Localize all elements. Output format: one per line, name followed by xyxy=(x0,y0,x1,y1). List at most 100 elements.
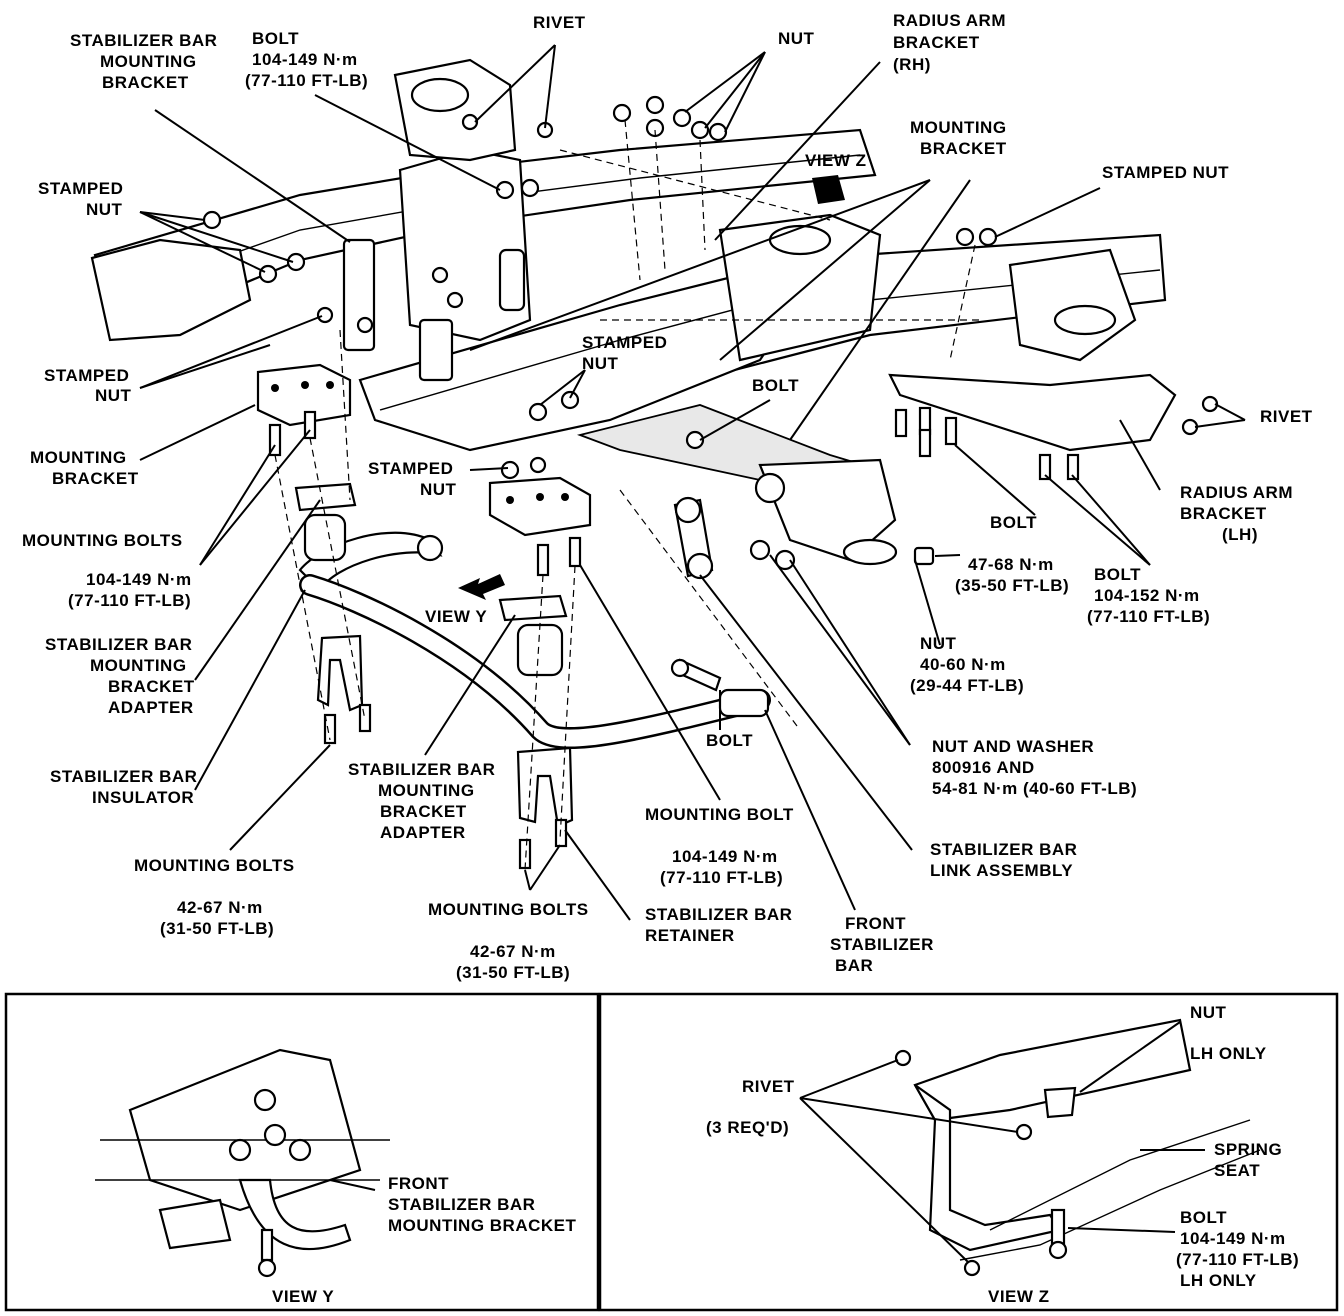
label-retainer-1: STABILIZER BAR xyxy=(645,905,792,924)
label-radius-arm-rh-2: BRACKET xyxy=(893,33,980,52)
label-stamped-nut-right: STAMPED NUT xyxy=(1102,163,1229,182)
label-stamped-nut-center-1: STAMPED xyxy=(582,333,667,352)
label-bolt-lh-2: 104-152 N·m xyxy=(1094,586,1200,605)
alignment-lines xyxy=(274,119,980,871)
label-nut-right-1: NUT xyxy=(920,634,957,653)
label-adapter-left-2: MOUNTING xyxy=(90,656,187,675)
label-inset-z-spring-2: SEAT xyxy=(1214,1161,1260,1180)
label-mounting-bracket-left-2: BRACKET xyxy=(52,469,139,488)
label-adapter-center-1: STABILIZER BAR xyxy=(348,760,495,779)
label-torque-lower-left-2: (31-50 FT-LB) xyxy=(160,919,274,938)
label-mounting-bolt-torque-2: (77-110 FT-LB) xyxy=(660,868,783,887)
label-inset-z-rivet: RIVET xyxy=(742,1077,795,1096)
label-inset-y-2: STABILIZER BAR xyxy=(388,1195,535,1214)
label-mounting-bolt-torque-1: 104-149 N·m xyxy=(672,847,778,866)
stabilizer-bar-link xyxy=(673,472,935,580)
label-torque-lower-center-2: (31-50 FT-LB) xyxy=(456,963,570,982)
label-inset-z-bolt-4: LH ONLY xyxy=(1180,1271,1257,1290)
label-adapter-center-2: MOUNTING xyxy=(378,781,475,800)
leader-lines xyxy=(139,44,1246,921)
label-stamped-nut-center-2: NUT xyxy=(582,354,619,373)
label-adapter-left-3: BRACKET xyxy=(108,677,195,696)
label-torque-lower-left-1: 42-67 N·m xyxy=(177,898,263,917)
label-link-assembly-1: STABILIZER BAR xyxy=(930,840,1077,859)
view-y-arrow xyxy=(458,574,505,600)
label-insulator-2: INSULATOR xyxy=(92,788,194,807)
label-inset-z-nut: NUT xyxy=(1190,1003,1227,1022)
label-bolt-top-1: BOLT xyxy=(252,29,299,48)
label-bolt-lh-3: (77-110 FT-LB) xyxy=(1087,607,1210,626)
label-stamped-nut-lower-2: NUT xyxy=(420,480,457,499)
mounting-bracket-center xyxy=(488,476,592,537)
label-radius-arm-lh-2: BRACKET xyxy=(1180,504,1267,523)
label-mounting-bracket-top-1: MOUNTING xyxy=(910,118,1007,137)
label-bolt-top-3: (77-110 FT-LB) xyxy=(245,71,368,90)
stabilizer-bar-insulator-left xyxy=(294,482,364,712)
bar-end-bolt xyxy=(670,658,722,692)
label-radius-arm-rh-1: RADIUS ARM xyxy=(893,11,1006,30)
label-inset-z-bolt-3: (77-110 FT-LB) xyxy=(1176,1250,1299,1269)
label-nut-right-2: 40-60 N·m xyxy=(920,655,1006,674)
front-stabilizer-bar xyxy=(298,531,771,749)
label-stamped-nut-lower-1: STAMPED xyxy=(368,459,453,478)
label-inset-z-lh-only: LH ONLY xyxy=(1190,1044,1267,1063)
label-front-bar-3: BAR xyxy=(835,956,873,975)
label-nut-washer-1: NUT AND WASHER xyxy=(932,737,1094,756)
label-adapter-left-1: STABILIZER BAR xyxy=(45,635,192,654)
inset-view-y-drawing xyxy=(95,1048,390,1278)
label-inset-z-req: (3 REQ'D) xyxy=(706,1118,789,1137)
label-inset-y-3: MOUNTING BRACKET xyxy=(388,1216,576,1235)
label-inset-z-title: VIEW Z xyxy=(988,1287,1050,1306)
label-adapter-center-4: ADAPTER xyxy=(380,823,466,842)
inset-view-z-frame xyxy=(598,992,1339,1312)
label-inset-z-spring-1: SPRING xyxy=(1214,1140,1282,1159)
label-stab-mount-bracket-3: BRACKET xyxy=(102,73,189,92)
label-torque-left-2: (77-110 FT-LB) xyxy=(68,591,191,610)
labels: RIVET NUT RADIUS ARM BRACKET (RH) STABIL… xyxy=(22,11,1313,1306)
label-nut-right-3: (29-44 FT-LB) xyxy=(910,676,1024,695)
label-torque-nut-1: 47-68 N·m xyxy=(968,555,1054,574)
label-inset-y-1: FRONT xyxy=(388,1174,449,1193)
label-mounting-bolt-center: MOUNTING BOLT xyxy=(645,805,794,824)
label-front-bar-2: STABILIZER xyxy=(830,935,934,954)
label-stamped-nut-left-1: STAMPED xyxy=(38,179,123,198)
inset-view-z-drawing xyxy=(799,1018,1261,1277)
label-torque-nut-2: (35-50 FT-LB) xyxy=(955,576,1069,595)
label-stab-mount-bracket-1: STABILIZER BAR xyxy=(70,31,217,50)
label-nut-top: NUT xyxy=(778,29,815,48)
label-front-bar-1: FRONT xyxy=(845,914,906,933)
label-view-z-ref: VIEW Z xyxy=(805,151,867,170)
label-mounting-bracket-top-2: BRACKET xyxy=(920,139,1007,158)
inset-view-y-frame xyxy=(4,992,600,1312)
label-inset-y-title: VIEW Y xyxy=(272,1287,334,1306)
label-bolt-center: BOLT xyxy=(752,376,799,395)
label-link-assembly-2: LINK ASSEMBLY xyxy=(930,861,1073,880)
label-torque-lower-center-1: 42-67 N·m xyxy=(470,942,556,961)
vehicle-frame xyxy=(90,58,1177,566)
mounting-bracket-left xyxy=(256,363,352,427)
label-bolt-right: BOLT xyxy=(990,513,1037,532)
label-rivet-top: RIVET xyxy=(533,13,586,32)
label-nut-washer-2: 800916 AND xyxy=(932,758,1035,777)
label-torque-left-1: 104-149 N·m xyxy=(86,570,192,589)
label-stamped-nut-left2-2: NUT xyxy=(95,386,132,405)
label-mounting-bolts-left: MOUNTING BOLTS xyxy=(22,531,183,550)
label-stamped-nut-left2-1: STAMPED xyxy=(44,366,129,385)
label-radius-arm-lh-1: RADIUS ARM xyxy=(1180,483,1293,502)
label-adapter-center-3: BRACKET xyxy=(380,802,467,821)
label-bolt-top-2: 104-149 N·m xyxy=(252,50,358,69)
label-radius-arm-lh-3: (LH) xyxy=(1222,525,1258,544)
label-adapter-left-4: ADAPTER xyxy=(108,698,194,717)
label-insulator-1: STABILIZER BAR xyxy=(50,767,197,786)
label-stamped-nut-left-2: NUT xyxy=(86,200,123,219)
label-mounting-bracket-left-1: MOUNTING xyxy=(30,448,127,467)
label-view-y-ref: VIEW Y xyxy=(425,607,487,626)
label-radius-arm-rh-3: (RH) xyxy=(893,55,931,74)
label-mounting-bolts-lower-left: MOUNTING BOLTS xyxy=(134,856,295,875)
label-retainer-2: RETAINER xyxy=(645,926,735,945)
label-nut-washer-3: 54-81 N·m (40-60 FT-LB) xyxy=(932,779,1137,798)
label-rivet-right: RIVET xyxy=(1260,407,1313,426)
label-inset-z-bolt-2: 104-149 N·m xyxy=(1180,1229,1286,1248)
